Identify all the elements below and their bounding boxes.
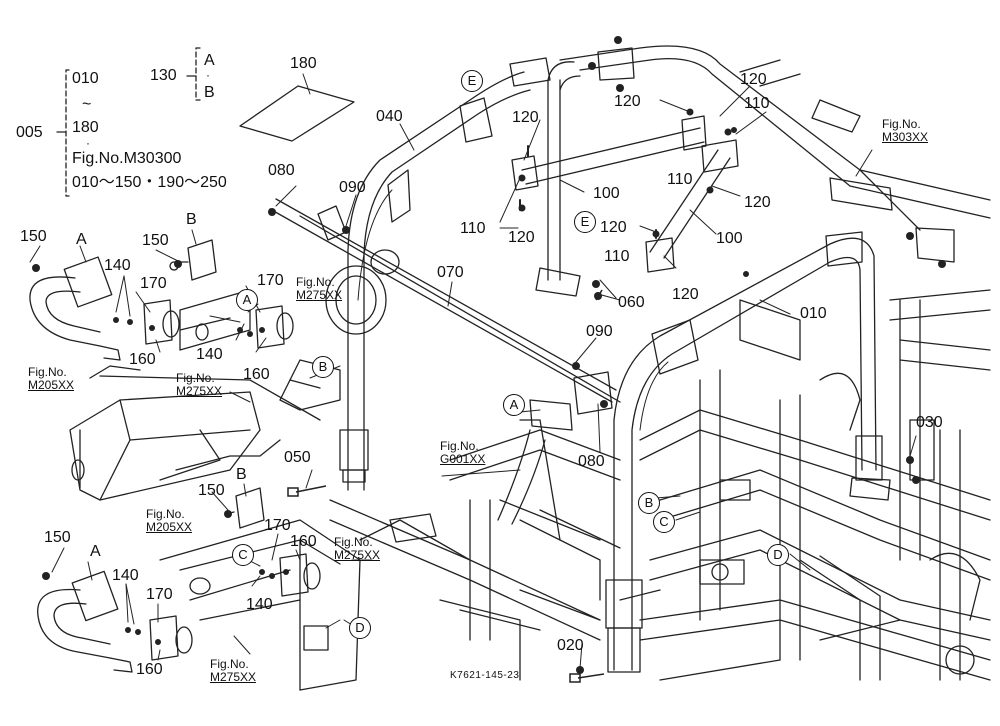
label-160-ul: 160 <box>129 351 156 368</box>
label-110-left: 110 <box>460 220 486 237</box>
label-120-e: 120 <box>744 194 771 211</box>
label-030: 030 <box>916 414 943 431</box>
label-170-ul: 170 <box>140 275 167 292</box>
figref-m205xx-lower[interactable]: Fig.No.M205XX <box>146 507 193 534</box>
label-110-mid: 110 <box>667 171 693 188</box>
label-120-b: 120 <box>508 229 535 246</box>
label-050: 050 <box>284 449 311 466</box>
callout-a-mid: A <box>503 394 525 416</box>
figref-m275xx-upper-left[interactable]: Fig.No.M275XX <box>176 371 223 398</box>
figref-m275xx-lower-left[interactable]: Fig.No.M275XX <box>210 657 257 684</box>
figref-m275xx-upper-right[interactable]: Fig.No.M275XX <box>296 275 343 302</box>
label-a-lower: A <box>90 543 101 560</box>
label-040: 040 <box>376 108 403 125</box>
legend-item-dot: · <box>86 136 90 150</box>
label-170-ll: 170 <box>146 586 173 603</box>
label-140-lm: 140 <box>246 596 273 613</box>
callout-d-left: D <box>349 617 371 639</box>
label-110-right: 110 <box>744 95 770 112</box>
label-120-f: 120 <box>600 219 627 236</box>
label-b-upper: B <box>186 211 197 228</box>
callout-b-left: B <box>312 356 334 378</box>
legend-group-item-a: A <box>204 52 215 69</box>
callout-c-right: C <box>653 511 675 533</box>
callout-b-right: B <box>638 492 660 514</box>
label-090-lower: 090 <box>586 323 613 340</box>
figref-m205xx-upper[interactable]: Fig.No.M205XX <box>28 365 75 392</box>
label-150-lm: 150 <box>198 482 225 499</box>
label-170-um: 170 <box>257 272 284 289</box>
label-160-lm: 160 <box>290 533 317 550</box>
label-090-upper: 090 <box>339 179 366 196</box>
label-080-upper: 080 <box>268 162 295 179</box>
label-120-c: 120 <box>614 93 641 110</box>
label-170-lm: 170 <box>264 517 291 534</box>
label-150-ul: 150 <box>20 228 47 245</box>
label-060: 060 <box>618 294 645 311</box>
legend-group-code: 130 <box>150 67 177 84</box>
figref-g001xx[interactable]: Fig.No.G001XX <box>440 439 486 466</box>
legend-item-last: 180 <box>72 119 99 136</box>
legend-item-first: 010 <box>72 70 99 87</box>
label-100-left: 100 <box>593 185 620 202</box>
label-b-lower: B <box>236 466 247 483</box>
label-070: 070 <box>437 264 464 281</box>
label-120-g: 120 <box>672 286 699 303</box>
legend-group-item-dot: · <box>206 68 210 82</box>
label-020: 020 <box>557 637 584 654</box>
drawing-code: K7621-145-23 <box>450 670 520 681</box>
label-120-d: 120 <box>740 71 767 88</box>
callout-d-right: D <box>767 544 789 566</box>
label-120-a: 120 <box>512 109 539 126</box>
label-160-um: 160 <box>243 366 270 383</box>
callout-a-left: A <box>236 289 258 311</box>
label-010: 010 <box>800 305 827 322</box>
legend-item-tilde: ~ <box>82 96 92 113</box>
legend-item-range: 010～150・190～250 <box>72 174 227 191</box>
label-sheet-180: 180 <box>290 55 317 72</box>
label-150-ll: 150 <box>44 529 71 546</box>
label-140-ul: 140 <box>104 257 131 274</box>
label-080-lower: 080 <box>578 453 605 470</box>
label-110-lower: 110 <box>604 248 630 265</box>
callout-e-lower: E <box>574 211 596 233</box>
legend-main-code: 005 <box>16 124 43 141</box>
label-150-um: 150 <box>142 232 169 249</box>
label-160-ll: 160 <box>136 661 163 678</box>
legend-group-item-b: B <box>204 84 215 101</box>
label-140-um: 140 <box>196 346 223 363</box>
legend-item-figref: Fig.No.M30300 <box>72 150 182 167</box>
figref-m303xx[interactable]: Fig.No.M303XX <box>882 117 929 144</box>
callout-e-upper: E <box>461 70 483 92</box>
label-a-upper: A <box>76 231 87 248</box>
callout-c-left: C <box>232 544 254 566</box>
label-140-ll: 140 <box>112 567 139 584</box>
label-100-right: 100 <box>716 230 743 247</box>
figref-m275xx-lower-right[interactable]: Fig.No.M275XX <box>334 535 381 562</box>
